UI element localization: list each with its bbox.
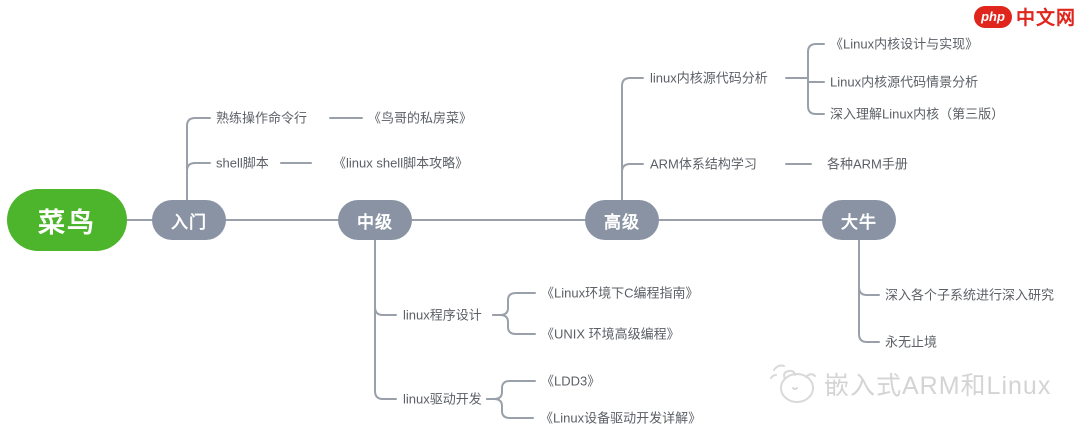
site-logo: php 中文网	[973, 3, 1076, 30]
topic-shell-script: shell脚本	[216, 155, 269, 171]
book-ldd3: 《LDD3》	[541, 373, 601, 389]
book-c-guide: 《Linux环境下C编程指南》	[541, 285, 699, 301]
book-niaoge: 《鸟哥的私房菜》	[368, 110, 473, 126]
php-logo-icon: php	[973, 5, 1012, 28]
topic-kernel-source: linux内核源代码分析	[650, 70, 768, 86]
node-stage-intermediate: 中级	[338, 200, 412, 240]
branch-line	[486, 380, 536, 400]
branch-line	[492, 314, 536, 335]
branch-line	[621, 77, 644, 201]
topic-linux-programming: linux程序设计	[403, 307, 482, 323]
book-arm-manuals: 各种ARM手册	[827, 156, 908, 172]
branch-line	[621, 163, 644, 201]
book-driver-detail: 《Linux设备驱动开发详解》	[540, 410, 702, 426]
branch-line	[186, 117, 211, 201]
topic-driver-dev: linux驱动开发	[403, 391, 482, 407]
node-stage-advanced: 高级	[585, 200, 659, 240]
branch-line	[186, 162, 211, 201]
book-shell-attack: 《linux shell脚本攻略》	[333, 155, 469, 171]
branch-line	[858, 239, 880, 343]
node-stage-expert: 大牛	[822, 200, 896, 240]
branch-line	[486, 398, 534, 419]
book-apue: 《UNIX 环境高级编程》	[541, 326, 680, 342]
topic-never-ending: 永无止境	[885, 334, 938, 350]
topic-arm-arch: ARM体系结构学习	[650, 156, 757, 172]
book-kernel-scenario: Linux内核源代码情景分析	[830, 74, 979, 90]
topic-command-line: 熟练操作命令行	[216, 110, 308, 126]
topic-deep-subsystems: 深入各个子系统进行深入研究	[885, 287, 1055, 303]
branch-line	[807, 43, 825, 79]
branch-line	[492, 292, 536, 316]
branch-line	[807, 77, 825, 115]
branch-line	[374, 239, 397, 400]
branch-line	[374, 239, 397, 316]
node-root: 菜鸟	[7, 189, 127, 251]
book-understanding-kernel: 深入理解Linux内核（第三版）	[830, 106, 1005, 122]
branch-line	[858, 239, 880, 296]
book-kernel-design: 《Linux内核设计与实现》	[830, 36, 979, 52]
node-stage-entry: 入门	[152, 200, 226, 240]
watermark-cat-icon	[770, 364, 816, 403]
site-logo-text: 中文网	[1015, 8, 1076, 29]
watermark-text: 嵌入式ARM和Linux	[824, 372, 1052, 400]
